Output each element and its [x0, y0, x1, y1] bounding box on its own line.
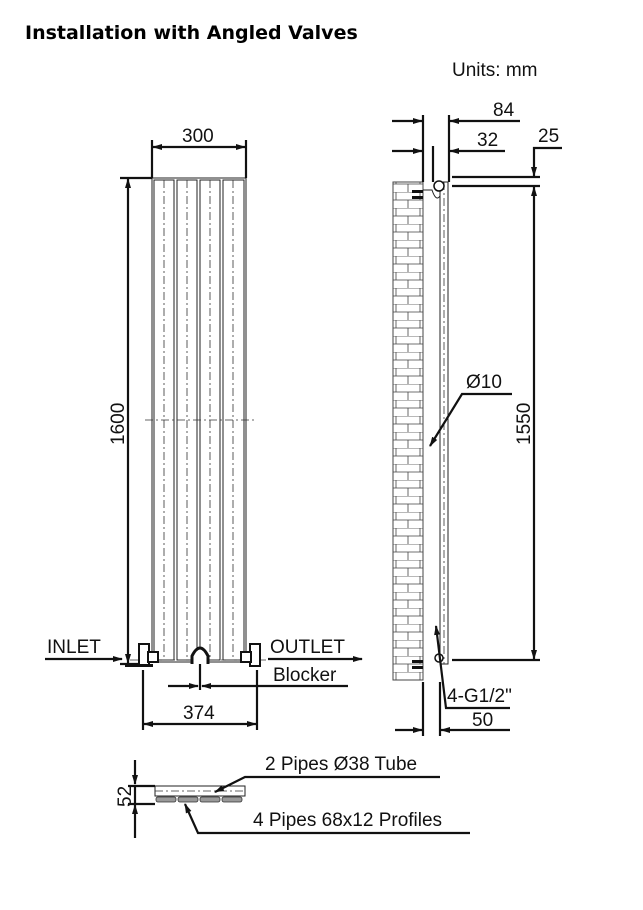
profile-section — [155, 796, 243, 803]
side-view: 84 32 25 1550 Ø10 4-G1/2" 50 — [392, 100, 562, 736]
front-view: 300 1600 INLET OUTLET Blocker 3 — [45, 126, 363, 730]
wall — [392, 181, 424, 681]
thickness-dimension: 52 — [115, 786, 136, 807]
connection-label: 4-G1/2" — [447, 686, 512, 707]
profile-label: 4 Pipes 68x12 Profiles — [253, 810, 442, 831]
blocker — [190, 646, 210, 690]
inlet-valve — [125, 643, 159, 667]
page-title: Installation with Angled Valves — [25, 22, 358, 44]
section-view: 52 2 Pipes Ø38 Tube 4 Pipes 68x12 Profil… — [115, 754, 470, 838]
height-dimension: 1600 — [108, 403, 129, 445]
radiator-front — [130, 177, 268, 663]
inlet-label: INLET — [47, 637, 101, 658]
blocker-label: Blocker — [273, 665, 337, 686]
wall-clearance-dimension: 50 — [472, 710, 493, 731]
bracket-dimension: 25 — [538, 126, 559, 147]
tube-label: 2 Pipes Ø38 Tube — [265, 754, 417, 775]
width-dimension: 300 — [182, 126, 214, 147]
pipe-diameter-label: Ø10 — [466, 372, 502, 393]
offset-dimension: 32 — [477, 130, 498, 151]
units-label: Units: mm — [452, 60, 538, 81]
bracket-spacing-dimension: 1550 — [514, 403, 535, 445]
outlet-valve — [240, 643, 261, 667]
depth-dimension: 84 — [493, 100, 515, 121]
valve-spacing-dimension: 374 — [183, 703, 215, 724]
outlet-label: OUTLET — [270, 637, 345, 658]
top-bracket — [433, 180, 445, 192]
